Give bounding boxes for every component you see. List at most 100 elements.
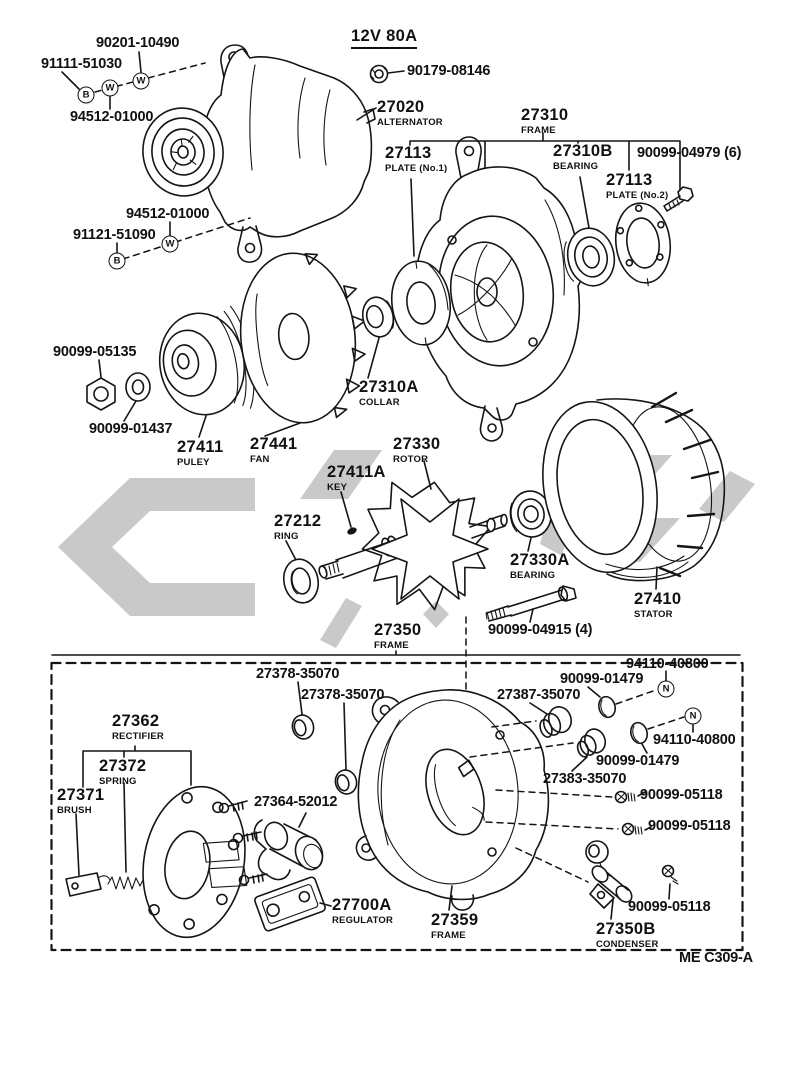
- part-name: STATOR: [634, 608, 673, 620]
- part-number: 27350: [374, 621, 422, 639]
- fastener-symbol-n-icon: N: [684, 707, 702, 725]
- part-number: 94512-01000: [126, 206, 210, 222]
- part-name: PLATE (No.1): [385, 162, 448, 174]
- lower-assembly-box: [50, 650, 744, 952]
- part-number: 27411A: [327, 463, 386, 481]
- rear-frame-drawing: [355, 689, 550, 911]
- plug-27387-drawing: [529, 702, 572, 738]
- part-name: BEARING: [510, 569, 556, 581]
- part-number: 27383-35070: [543, 771, 627, 787]
- part-name: KEY: [327, 481, 348, 493]
- screw-90099-05118-c: [661, 864, 679, 900]
- part-number: 90179-08146: [407, 63, 491, 79]
- part-number: 27700A: [332, 896, 392, 914]
- part-label-90099-04915: 90099-04915 (4): [488, 623, 592, 638]
- bolt-90099-04979-drawing: [663, 186, 694, 212]
- part-name: FAN: [250, 453, 270, 465]
- part-number: 94512-01000: [70, 109, 154, 125]
- brush-drawing: [65, 872, 111, 897]
- part-number: 27113: [385, 144, 432, 162]
- collar-drawing: [361, 296, 395, 379]
- part-number: 90099-05118: [640, 787, 723, 803]
- part-name: REGULATOR: [332, 914, 394, 926]
- part-number: 27364-52012: [254, 794, 338, 810]
- part-label-90201-10490: 90201-10490: [96, 36, 179, 51]
- part-label-27387-35070: 27387-35070: [497, 688, 580, 703]
- part-number: 27212: [274, 512, 322, 530]
- part-number: 90099-04915 (4): [488, 622, 593, 638]
- part-name: BEARING: [553, 160, 599, 172]
- alternator-drawing: [142, 44, 376, 263]
- part-number: 27411: [177, 438, 224, 456]
- part-label-90099-05118-b: 90099-05118: [648, 819, 731, 834]
- spring-drawing: [107, 876, 144, 890]
- part-label-90099-04979: 90099-04979 (6): [637, 146, 741, 161]
- part-number: 27350B: [596, 920, 656, 938]
- part-number: 90201-10490: [96, 35, 180, 51]
- part-number: 91121-51090: [73, 227, 156, 243]
- part-number: 90099-01437: [89, 421, 173, 437]
- part-name: FRAME: [521, 124, 556, 136]
- plug-27383-drawing: [571, 728, 607, 772]
- part-label-94110-40800-b: 94110-40800: [653, 732, 736, 748]
- part-name: COLLAR: [359, 396, 400, 408]
- part-label-90099-01437: 90099-01437: [89, 422, 172, 437]
- part-number: 12V 80A: [351, 28, 418, 49]
- part-label-90099-05135: 90099-05135: [53, 345, 136, 360]
- grommet-27378-b: [334, 702, 358, 795]
- part-label-drawing-code: ME C309-A: [679, 951, 753, 966]
- part-name: RING: [274, 530, 299, 542]
- part-number: 27330A: [510, 551, 570, 569]
- fastener-symbol-b-icon: B: [77, 86, 95, 104]
- part-label-90099-05118-c: 90099-05118: [628, 899, 711, 915]
- part-label-90179-08146: 90179-08146: [407, 64, 490, 79]
- part-number: 90099-05135: [53, 344, 137, 360]
- part-label-90099-05118-a: 90099-05118: [640, 787, 723, 803]
- part-number: 27310B: [553, 142, 613, 160]
- part-name: PULEY: [177, 456, 210, 468]
- part-label-27378-35070-a: 27378-35070: [256, 667, 339, 682]
- part-name: FRAME: [374, 639, 409, 651]
- plate-no1-drawing: [390, 260, 452, 346]
- part-number: 27378-35070: [256, 666, 340, 682]
- grommet-27378-a: [291, 681, 315, 740]
- rectifier-bracket: [75, 745, 192, 876]
- part-number: 90099-01479: [560, 671, 644, 687]
- fastener-symbol-b-icon: B: [108, 252, 126, 270]
- part-number: 94110-40800: [653, 732, 736, 748]
- fastener-symbol-w-icon: W: [132, 72, 150, 90]
- screw-90099-05118-b: [621, 822, 652, 836]
- part-number: 27378-35070: [301, 687, 385, 703]
- part-label-94512-01000-a: 94512-01000: [70, 110, 153, 125]
- part-number: 27310: [521, 106, 569, 124]
- part-number: 27310A: [359, 378, 419, 396]
- part-number: 27362: [112, 712, 160, 730]
- nut-90179-08146: [356, 64, 405, 121]
- pulley-drawing: [158, 305, 255, 438]
- bearing-27310B-drawing: [563, 227, 616, 287]
- fastener-symbol-w-icon: W: [101, 79, 119, 97]
- part-label-94110-40800-a: 94110-40800: [626, 656, 709, 672]
- rotor-group: [282, 460, 508, 611]
- part-name: ALTERNATOR: [377, 116, 443, 128]
- part-number: 90099-05118: [628, 899, 711, 915]
- part-label-91121-51090: 91121-51090: [73, 227, 156, 243]
- rectifier-drawing: [142, 785, 268, 939]
- part-number: 94110-40800: [626, 656, 709, 672]
